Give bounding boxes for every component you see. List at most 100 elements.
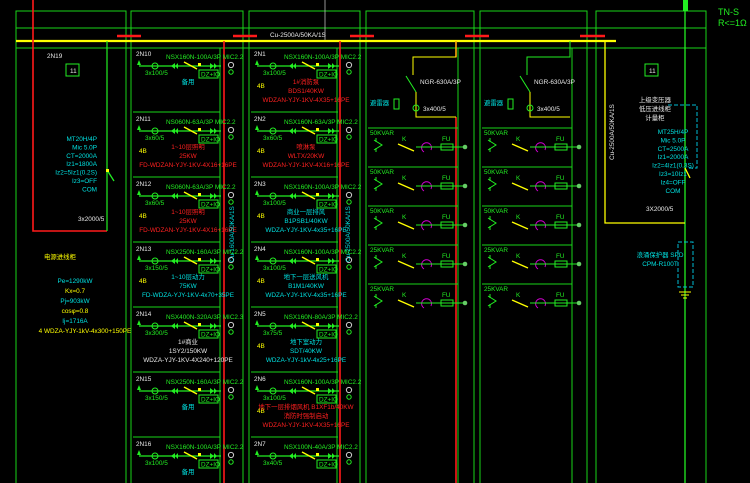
incomer-breaker-setting: COM bbox=[82, 186, 97, 193]
feeder-id: 2N10 bbox=[136, 51, 152, 58]
ct-ratio: 3x60/5 bbox=[263, 135, 283, 142]
indicator-lamp-icon bbox=[576, 300, 582, 306]
contactor-label: K bbox=[516, 175, 521, 182]
feeder-load-text: WDZAN-YJY-1KV-4X35+16PE bbox=[263, 97, 350, 104]
capacitor-step-rating: 25KVAR bbox=[484, 286, 508, 293]
breaker-model: NS060N-63A/3P MIC2.2 bbox=[166, 119, 236, 126]
indicator-lamp-icon bbox=[228, 199, 234, 205]
breaker-trip-icon bbox=[316, 128, 319, 131]
incomer-cable: 4 WDZA-YJY-1kV-4x300+150PE bbox=[39, 328, 132, 335]
meter-label: DZ+IO bbox=[201, 267, 220, 274]
earthing-resistance: R<=1Ω bbox=[718, 18, 747, 28]
disconnect-icon bbox=[289, 258, 296, 264]
indicator-lamp-icon bbox=[345, 191, 353, 199]
indicator-lamp-icon bbox=[346, 264, 352, 270]
meter-box bbox=[316, 394, 337, 404]
load-summary-title: 电源进线柜 bbox=[44, 252, 77, 261]
indicator-lamp-icon bbox=[462, 144, 468, 150]
incomer-breaker-setting: Iz2=5Iz1(0.2S) bbox=[55, 170, 97, 177]
ct-ratio: 3x75/5 bbox=[263, 330, 283, 337]
indicator-lamp-icon bbox=[576, 261, 582, 267]
disconnect-icon bbox=[171, 63, 178, 69]
breaker-trip-icon bbox=[316, 63, 319, 66]
ct-ratio: 3x100/5 bbox=[145, 460, 168, 467]
meter-label: DZ+IO bbox=[201, 332, 220, 339]
incomer-breaker-setting: MT20H/4P bbox=[66, 136, 97, 143]
ct-ratio: 3x150/5 bbox=[145, 265, 168, 272]
breaker-trip-icon bbox=[198, 193, 201, 196]
feeder-load-text: FD-WDZA-YJY-1KV-4x70+35PE bbox=[142, 292, 234, 299]
breaker-contact-icon bbox=[301, 256, 316, 265]
fuse-icon bbox=[554, 299, 568, 307]
breaker-trip-icon bbox=[316, 258, 319, 261]
feeder-tag: 4B bbox=[257, 278, 265, 285]
breaker-model: NSX160N-100A/3P MIC2.2 bbox=[166, 444, 244, 451]
capacitor-icon bbox=[373, 138, 383, 152]
capacitor-step-rating: 50KVAR bbox=[484, 130, 508, 137]
earth-arrow-icon bbox=[137, 125, 141, 130]
meter-box bbox=[316, 459, 337, 469]
indicator-lamp-icon bbox=[227, 386, 235, 394]
feeder-load-text: 地下一层排烟风机 B1XF1b/40KW bbox=[258, 402, 354, 411]
fuse-icon bbox=[440, 182, 454, 190]
outgoing-arrow-icon bbox=[328, 323, 335, 329]
breaker-model: NSX250N-160A/3P MIC2.2 bbox=[166, 379, 244, 386]
capacitor-icon bbox=[487, 177, 497, 191]
indicator-lamp-icon bbox=[227, 126, 235, 134]
incomer-breaker-setting: Iz1=1800A bbox=[66, 161, 97, 168]
earth-arrow-icon bbox=[137, 385, 141, 390]
ct-icon bbox=[151, 257, 159, 265]
feeder-id: 2N3 bbox=[254, 181, 266, 188]
load-summary-value: Ij=1716A bbox=[62, 318, 88, 325]
incomer-breaker-setting: Iz4=OFF bbox=[660, 179, 685, 186]
breaker-contact-icon bbox=[183, 256, 198, 265]
ct-icon bbox=[269, 452, 277, 460]
fuse-label: FU bbox=[442, 292, 451, 299]
capacitor-icon bbox=[487, 216, 497, 230]
breaker-model: NSX160N-100A/3P MIC2.2 bbox=[284, 184, 362, 191]
feeder-load-text: 备用 bbox=[182, 77, 195, 86]
indicator-lamp-icon bbox=[228, 134, 234, 140]
indicator-lamp-icon bbox=[345, 321, 353, 329]
incomer-breaker-setting: CT=2500A bbox=[658, 146, 689, 153]
capacitor-icon bbox=[373, 255, 383, 269]
ct-icon bbox=[151, 322, 159, 330]
earth-arrow-icon bbox=[255, 125, 259, 130]
feeder-load-text: WDZA-YJY-1KV-4X240+120PE bbox=[143, 357, 232, 364]
outgoing-arrow-icon bbox=[210, 193, 217, 199]
fuse-label: FU bbox=[442, 214, 451, 221]
indicator-lamp-icon bbox=[346, 199, 352, 205]
ct-ratio: 3x60/5 bbox=[145, 135, 165, 142]
contactor-label: K bbox=[516, 253, 521, 260]
spd-label: 浪涌保护器 SPD bbox=[637, 250, 684, 259]
feeder-load-text: 1#商业 bbox=[178, 337, 198, 346]
earth-arrow-icon bbox=[137, 450, 141, 455]
indicator-lamp-icon bbox=[227, 191, 235, 199]
feeder-load-text: WLTX/20KW bbox=[288, 153, 325, 160]
indicator-lamp-icon bbox=[227, 256, 235, 264]
ct-icon bbox=[269, 192, 277, 200]
feeder-tag: 4B bbox=[139, 148, 147, 155]
feeder-tag: 4B bbox=[139, 278, 147, 285]
fuse-label: FU bbox=[442, 136, 451, 143]
breaker-trip-icon bbox=[198, 63, 201, 66]
outgoing-arrow-icon bbox=[328, 258, 335, 264]
disconnect-icon bbox=[289, 323, 296, 329]
feeder-id: 2N1 bbox=[254, 51, 266, 58]
fuse-label: FU bbox=[556, 136, 565, 143]
